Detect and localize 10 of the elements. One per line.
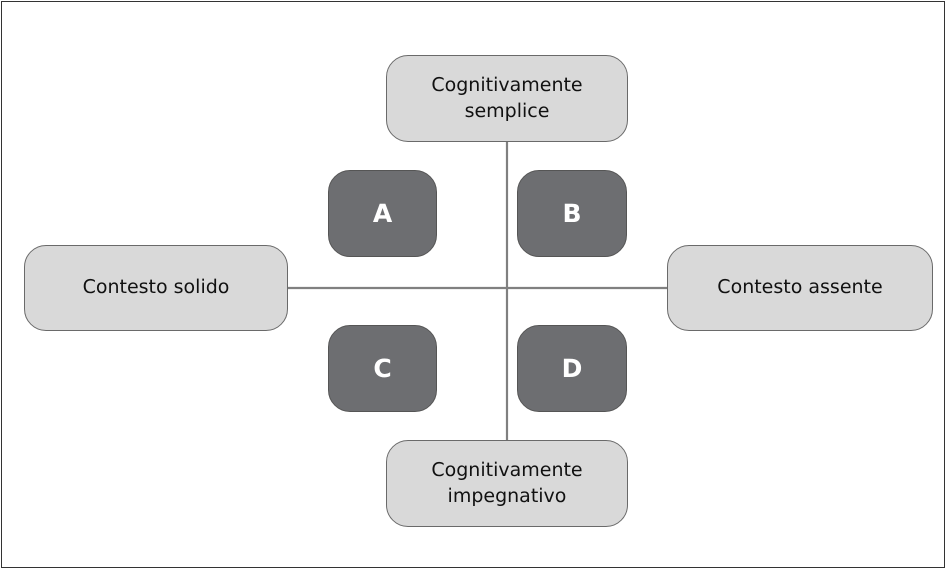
label-box: Contesto assente: [667, 245, 933, 331]
connector-line: [288, 286, 667, 290]
quadrant-box: D: [517, 325, 627, 412]
label-box: Cognitivamente impegnativo: [386, 440, 628, 527]
label-box: Contesto solido: [24, 245, 288, 331]
label-box: Cognitivamente semplice: [386, 55, 628, 142]
quadrant-box: A: [328, 170, 437, 257]
connector-line: [506, 142, 508, 440]
quadrant-box: C: [328, 325, 437, 412]
quadrant-box: B: [517, 170, 627, 257]
